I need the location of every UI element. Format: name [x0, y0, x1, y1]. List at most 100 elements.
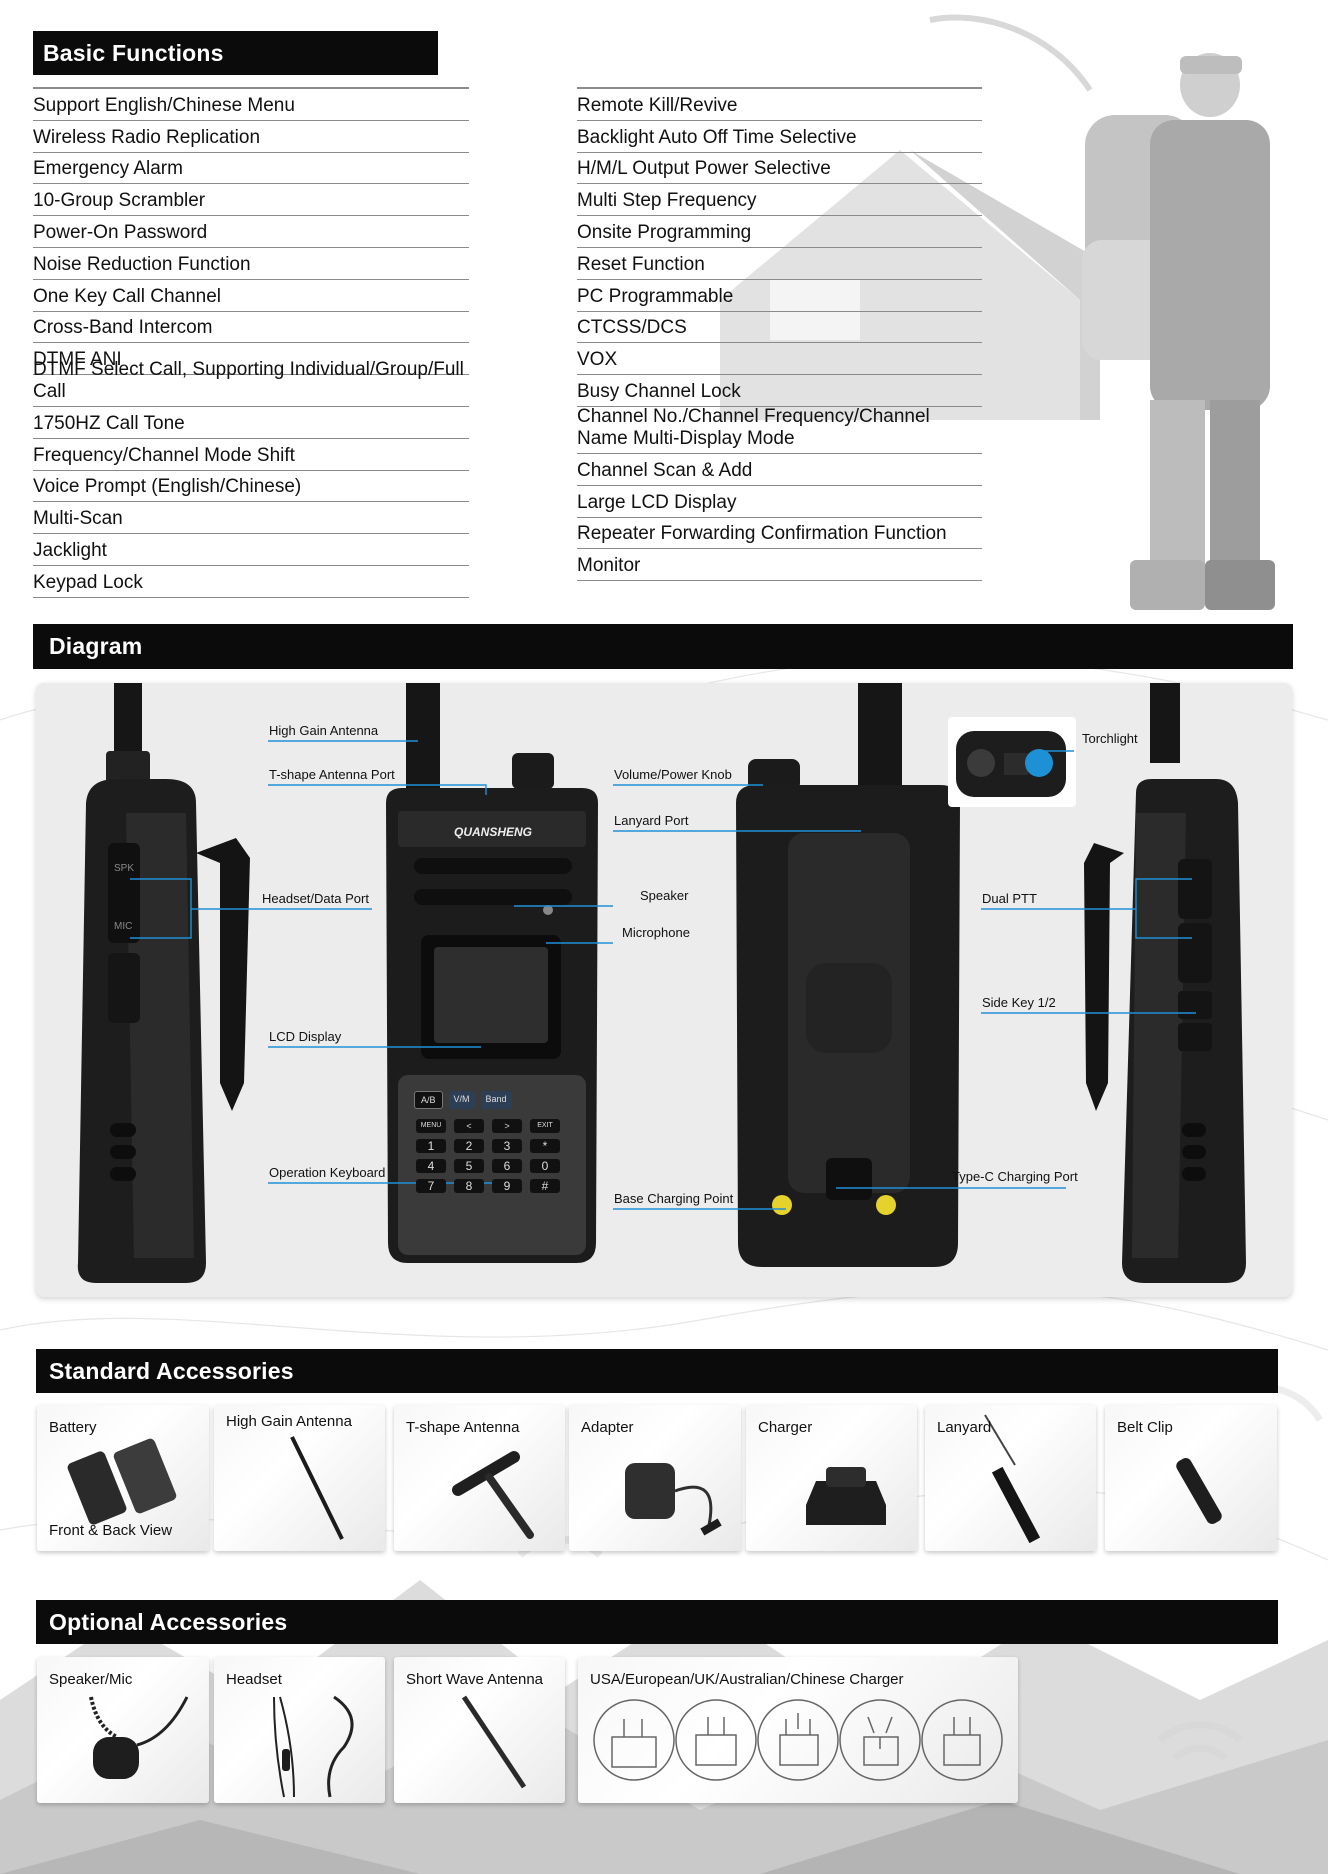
optional-accessories-header: Optional Accessories: [36, 1600, 1278, 1644]
feature-item: 10-Group Scrambler: [33, 184, 469, 217]
t-antenna-icon: [452, 1451, 534, 1539]
callout-microphone: Microphone: [622, 925, 690, 940]
feature-item: 1750HZ Call Tone: [33, 407, 469, 439]
feature-item: Repeater Forwarding Confirmation Functio…: [577, 518, 982, 550]
basic-functions-header: Basic Functions: [33, 31, 438, 75]
callout-lanyard-port: Lanyard Port: [614, 813, 689, 828]
key-7: 7: [416, 1179, 446, 1193]
belt-clip-icon: [1176, 1458, 1222, 1524]
accessory-card-charger: Charger: [746, 1405, 917, 1551]
accessory-label: Lanyard: [937, 1419, 992, 1436]
feature-item: Multi-Scan: [33, 502, 469, 535]
feature-item: H/M/L Output Power Selective: [577, 153, 982, 185]
left-list-top-rule: [33, 87, 469, 89]
short-wave-antenna-icon: [461, 1695, 527, 1789]
accessory-card-short-wave-antenna: Short Wave Antenna: [394, 1657, 565, 1803]
accessory-label: Adapter: [581, 1419, 634, 1436]
accessory-label: High Gain Antenna: [226, 1413, 352, 1430]
accessory-label: T-shape Antenna: [406, 1419, 520, 1436]
feature-item: DTMF ANI: [33, 343, 469, 376]
charger-icon: [806, 1467, 886, 1525]
key-band: Band: [480, 1091, 512, 1109]
headset-icon: [273, 1695, 354, 1798]
accessory-card-headset: Headset: [214, 1657, 385, 1803]
accessory-label: Belt Clip: [1117, 1419, 1173, 1436]
callout-headset-data-port: Headset/Data Port: [262, 891, 369, 906]
accessory-card-t-shape-antenna: T-shape Antenna: [394, 1405, 565, 1551]
battery-icon: [67, 1438, 177, 1525]
accessory-card-battery: Battery Front & Back View: [37, 1405, 209, 1551]
diagram-header: Diagram: [33, 624, 1293, 669]
feature-item: Channel Scan & Add: [577, 454, 982, 486]
feature-item: Channel No./Channel Frequency/Channel Na…: [577, 406, 982, 454]
callout-speaker: Speaker: [640, 888, 689, 903]
key-9: 9: [492, 1179, 522, 1193]
key-left: <: [454, 1119, 484, 1133]
feature-item: Onsite Programming: [577, 216, 982, 248]
key-6: 6: [492, 1159, 522, 1173]
standard-accessories-title: Standard Accessories: [49, 1357, 294, 1384]
key-3: 3: [492, 1139, 522, 1153]
callout-torchlight: Torchlight: [1082, 731, 1138, 746]
key-hash: #: [530, 1179, 560, 1193]
accessory-sublabel: Front & Back View: [49, 1522, 173, 1539]
accessory-label: Short Wave Antenna: [406, 1671, 544, 1688]
right-list-top-rule: [577, 87, 982, 89]
key-menu: MENU: [416, 1119, 446, 1133]
callout-lines: [130, 740, 1196, 1210]
feature-item: CTCSS/DCS: [577, 312, 982, 344]
accessory-label: Speaker/Mic: [49, 1671, 133, 1688]
feature-item: Keypad Lock: [33, 566, 469, 598]
mic-mark: MIC: [114, 921, 133, 932]
accessory-card-belt-clip: Belt Clip: [1105, 1405, 1277, 1551]
key-exit: EXIT: [530, 1119, 560, 1133]
radio-back: [736, 683, 960, 1267]
accessory-label: Battery: [49, 1419, 97, 1436]
radio-side-left: [77, 683, 250, 1283]
optional-accessories-row: Speaker/Mic Headset Short Wave Antenna: [37, 1657, 1018, 1803]
key-right: >: [492, 1119, 522, 1133]
accessory-card-international-charger: USA/European/UK/Australian/Chinese Charg…: [578, 1657, 1018, 1803]
accessory-card-high-gain-antenna: High Gain Antenna: [214, 1405, 385, 1551]
feature-item: VOX: [577, 343, 982, 376]
feature-item: Jacklight: [33, 534, 469, 566]
feature-item: Busy Channel Lock: [577, 375, 982, 407]
standard-accessories-header: Standard Accessories: [36, 1349, 1278, 1393]
plug-types-icon: [593, 1699, 1003, 1781]
standard-accessories-row: Battery Front & Back View High Gain Ante…: [37, 1405, 1277, 1551]
feature-item: Backlight Auto Off Time Selective: [577, 121, 982, 153]
accessory-card-adapter: Adapter: [569, 1405, 741, 1551]
key-0: 0: [530, 1159, 560, 1173]
key-2: 2: [454, 1139, 484, 1153]
diagram-panel: QUANSHENG SPK MIC A/B V/M Band MENU < > …: [36, 683, 1292, 1297]
torchlight-inset: [948, 717, 1076, 807]
radio-keypad: A/B V/M Band MENU < > EXIT 1 2 3 * 4 5 6…: [408, 1091, 578, 1193]
adapter-icon: [625, 1463, 722, 1536]
callout-type-c-charging-port: Type-C Charging Port: [952, 1169, 1078, 1184]
feature-list-right: Remote Kill/Revive Backlight Auto Off Ti…: [577, 89, 982, 582]
feature-item: Support English/Chinese Menu: [33, 89, 469, 121]
key-star: *: [530, 1139, 560, 1153]
feature-item: Wireless Radio Replication: [33, 121, 469, 153]
basic-functions-title: Basic Functions: [43, 39, 224, 66]
key-vm: V/M: [448, 1091, 475, 1109]
radio-brand-logo: QUANSHENG: [454, 825, 533, 839]
accessory-label: Charger: [758, 1419, 813, 1436]
key-4: 4: [416, 1159, 446, 1173]
feature-item: Cross-Band Intercom: [33, 312, 469, 344]
radio-side-right: [1084, 683, 1246, 1283]
diagram-title: Diagram: [49, 633, 143, 659]
feature-item: Voice Prompt (English/Chinese): [33, 471, 469, 503]
callout-dual-ptt: Dual PTT: [982, 891, 1037, 906]
optional-accessories-title: Optional Accessories: [49, 1608, 288, 1635]
accessory-label: USA/European/UK/Australian/Chinese Charg…: [590, 1671, 904, 1688]
callout-volume-power-knob: Volume/Power Knob: [614, 767, 732, 782]
feature-item: Power-On Password: [33, 216, 469, 248]
feature-item: Large LCD Display: [577, 486, 982, 518]
callout-t-shape-antenna-port: T-shape Antenna Port: [269, 767, 395, 782]
antenna-icon: [290, 1436, 344, 1540]
feature-item: Noise Reduction Function: [33, 248, 469, 280]
callout-high-gain-antenna: High Gain Antenna: [269, 723, 379, 738]
key-1: 1: [416, 1139, 446, 1153]
callout-operation-keyboard: Operation Keyboard: [269, 1165, 386, 1180]
